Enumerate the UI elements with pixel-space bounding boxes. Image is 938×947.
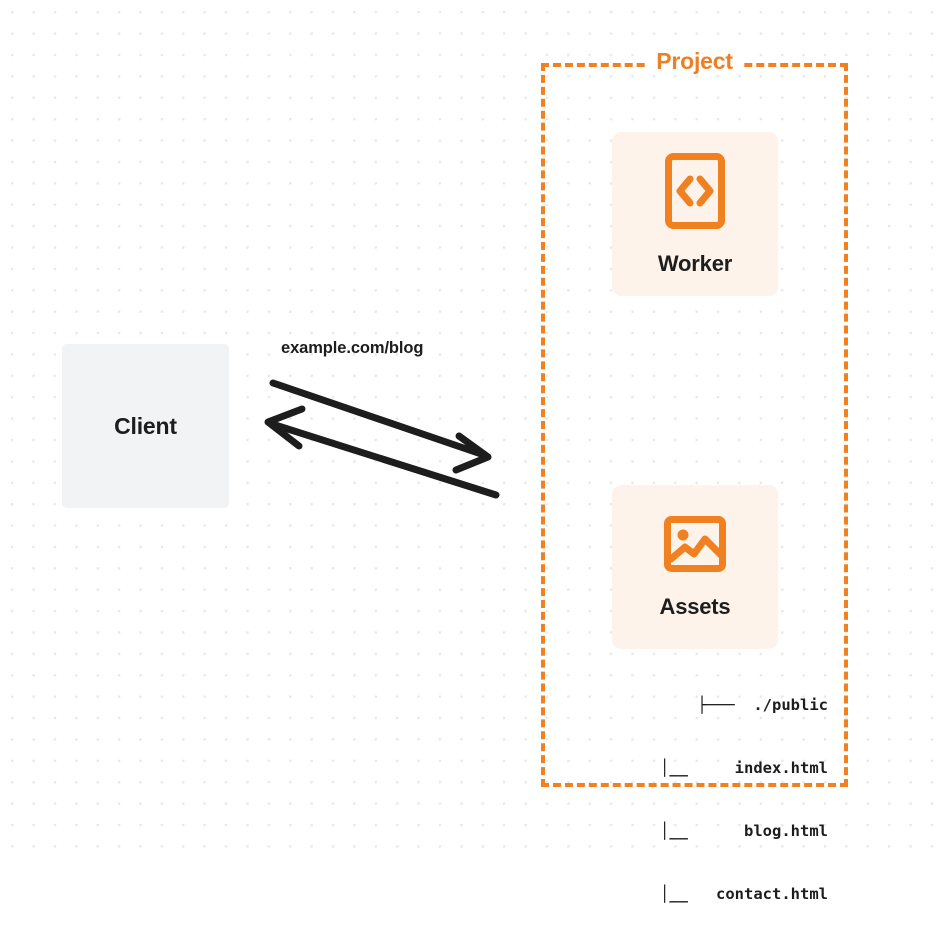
- assets-card[interactable]: Assets: [612, 485, 778, 649]
- assets-label: Assets: [659, 593, 731, 619]
- assets-file-tree: ├─── ./public │__ index.html │__ blog.ht…: [583, 653, 828, 947]
- image-icon: [663, 515, 727, 578]
- client-node[interactable]: Client: [62, 344, 229, 508]
- project-group: Project Worker Assets: [541, 47, 848, 903]
- code-file-icon: [664, 152, 726, 235]
- response-arrow: [264, 405, 500, 499]
- file-tree-row: ├─── ./public: [697, 696, 828, 714]
- worker-card[interactable]: Worker: [612, 132, 778, 296]
- worker-label: Worker: [657, 250, 733, 276]
- file-tree-row: │__ index.html: [660, 759, 828, 777]
- file-tree-row: │__ contact.html: [660, 885, 828, 903]
- diagram-canvas: Client example.com/blog Project W: [0, 0, 938, 903]
- file-tree-row: │__ blog.html: [660, 822, 828, 840]
- project-group-label: Project: [647, 47, 742, 75]
- request-arrow: [269, 379, 492, 474]
- client-label: Client: [114, 412, 177, 439]
- request-url-label: example.com/blog: [281, 339, 424, 357]
